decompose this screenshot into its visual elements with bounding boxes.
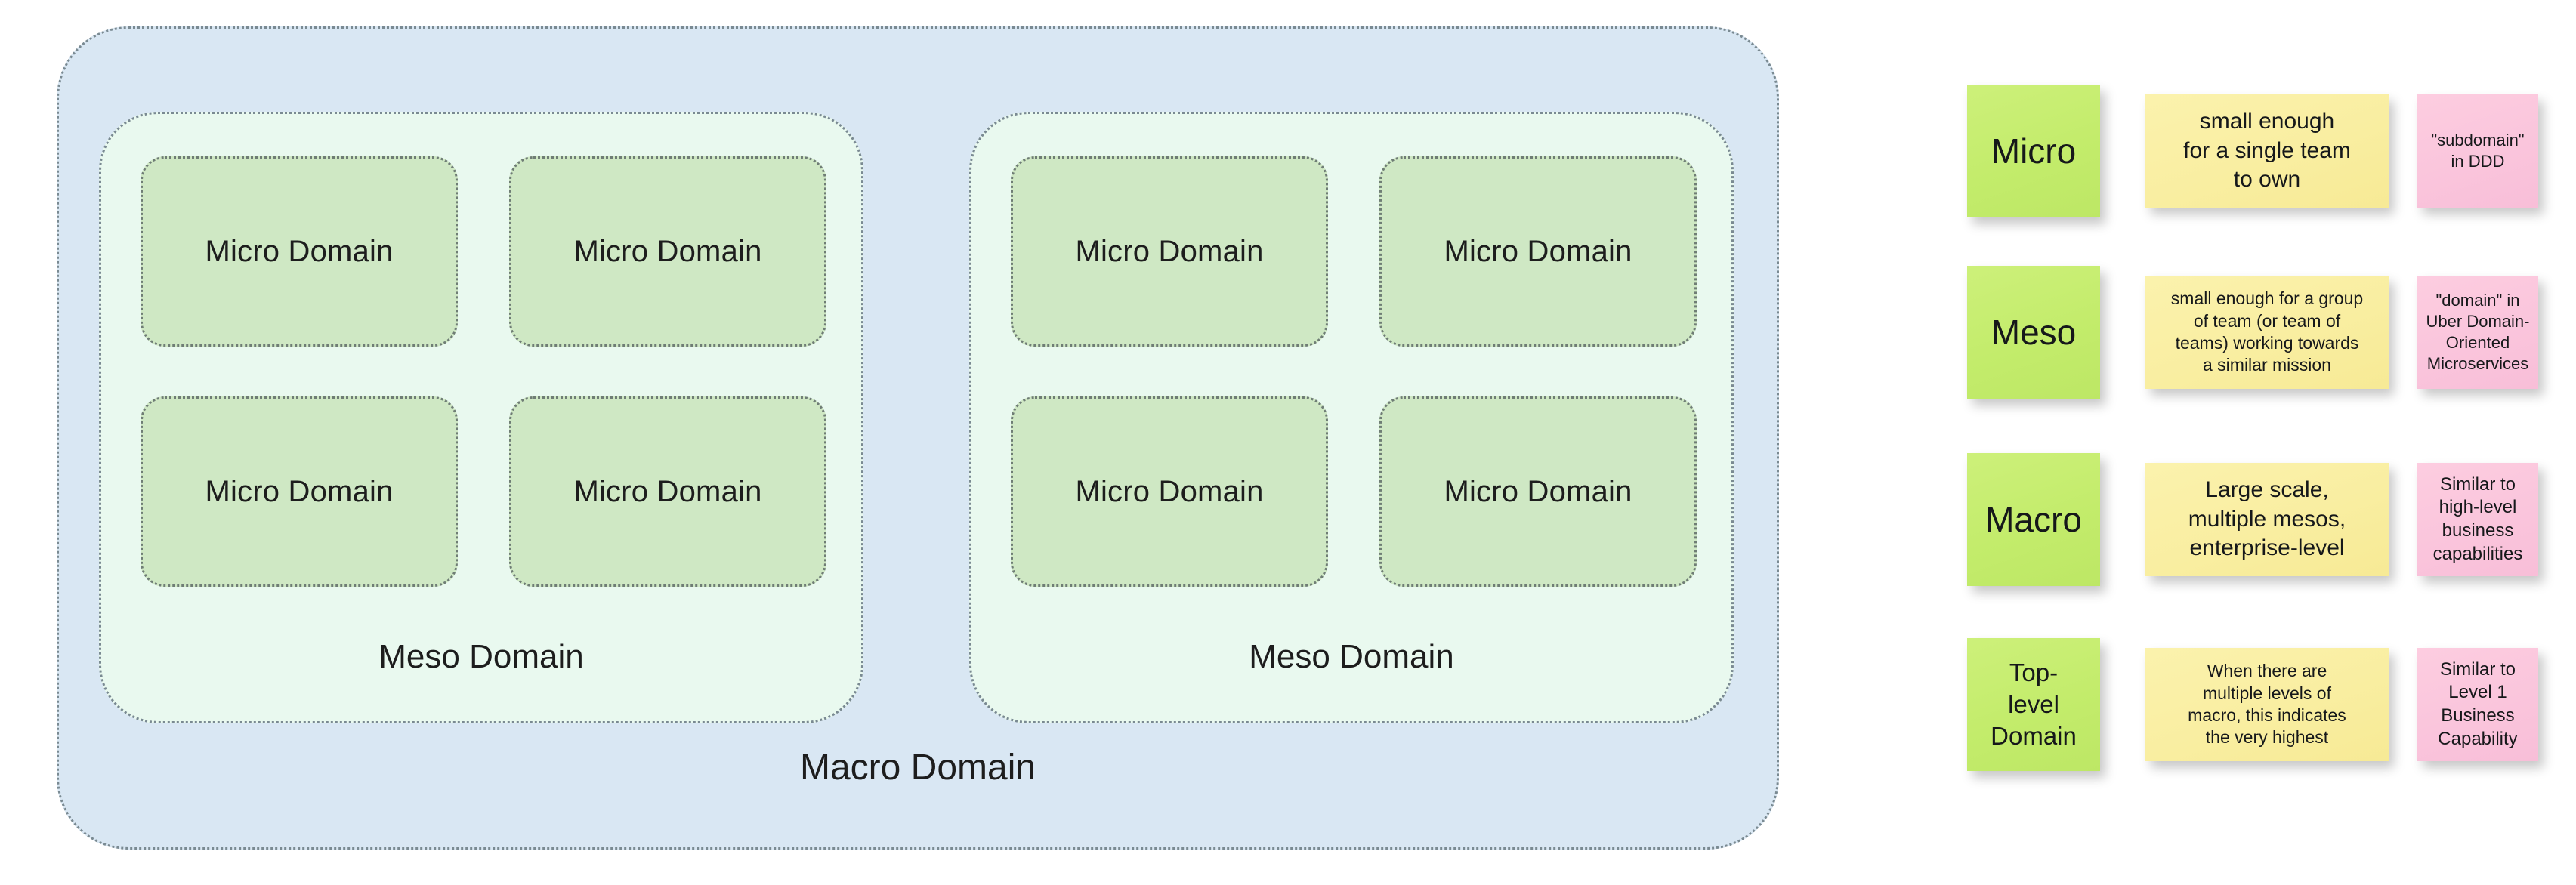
micro-domain-label: Micro Domain xyxy=(1075,234,1264,268)
micro-domain-box: Micro Domain xyxy=(1011,156,1328,347)
sticky-note-term-micro: Micro xyxy=(1967,85,2100,217)
micro-domain-box: Micro Domain xyxy=(1011,396,1328,587)
sticky-note-analogy-micro: "subdomain" in DDD xyxy=(2417,94,2538,208)
analogy-label: "subdomain" in DDD xyxy=(2431,130,2525,171)
micro-domain-grid-1: Micro Domain Micro Domain Micro Domain M… xyxy=(141,156,826,587)
meso-domain-row: Micro Domain Micro Domain Micro Domain M… xyxy=(59,29,1777,847)
sticky-note-analogy-meso: "domain" in Uber Domain- Oriented Micros… xyxy=(2417,276,2538,389)
sticky-note-term-top-level-domain: Top- level Domain xyxy=(1967,638,2100,771)
legend-row-meso: Meso small enough for a group of team (o… xyxy=(1828,266,2576,399)
micro-domain-box: Micro Domain xyxy=(141,396,458,587)
macro-domain-container: Micro Domain Micro Domain Micro Domain M… xyxy=(57,26,1779,850)
micro-domain-box: Micro Domain xyxy=(141,156,458,347)
micro-domain-label: Micro Domain xyxy=(205,474,394,508)
sticky-note-term-macro: Macro xyxy=(1967,453,2100,586)
legend-row-macro: Macro Large scale, multiple mesos, enter… xyxy=(1828,453,2576,586)
micro-domain-label: Micro Domain xyxy=(1444,234,1632,268)
meso-domain-label: Meso Domain xyxy=(378,638,584,675)
domain-hierarchy-diagram: Micro Domain Micro Domain Micro Domain M… xyxy=(57,26,1779,850)
term-label: Micro xyxy=(1991,131,2077,171)
analogy-label: Similar to high-level business capabilit… xyxy=(2432,473,2523,564)
sticky-note-description-macro: Large scale, multiple mesos, enterprise-… xyxy=(2145,463,2389,576)
micro-domain-label: Micro Domain xyxy=(573,474,762,508)
description-label: small enough for a group of team (or tea… xyxy=(2170,288,2364,375)
meso-domain-container-2: Micro Domain Micro Domain Micro Domain M… xyxy=(969,112,1734,723)
micro-domain-label: Micro Domain xyxy=(205,234,394,268)
description-label: small enough for a single team to own xyxy=(2183,109,2351,193)
macro-domain-label: Macro Domain xyxy=(799,748,1036,788)
term-label: Top- level Domain xyxy=(1991,658,2077,751)
sticky-note-description-micro: small enough for a single team to own xyxy=(2145,94,2389,208)
sticky-note-description-top-level-domain: When there are multiple levels of macro,… xyxy=(2145,648,2389,761)
micro-domain-label: Micro Domain xyxy=(573,234,762,268)
sticky-note-term-meso: Meso xyxy=(1967,266,2100,399)
micro-domain-label: Micro Domain xyxy=(1075,474,1264,508)
sticky-note-analogy-top-level-domain: Similar to Level 1 Business Capability xyxy=(2417,648,2538,761)
description-label: When there are multiple levels of macro,… xyxy=(2188,661,2346,748)
term-label: Meso xyxy=(1991,312,2077,352)
micro-domain-grid-2: Micro Domain Micro Domain Micro Domain M… xyxy=(1011,156,1697,587)
micro-domain-box: Micro Domain xyxy=(1379,156,1697,347)
term-label: Macro xyxy=(1985,499,2082,539)
micro-domain-box: Micro Domain xyxy=(509,396,826,587)
legend-row-top-level-domain: Top- level Domain When there are multipl… xyxy=(1828,638,2576,771)
analogy-label: "domain" in Uber Domain- Oriented Micros… xyxy=(2426,290,2530,374)
micro-domain-box: Micro Domain xyxy=(509,156,826,347)
meso-domain-label: Meso Domain xyxy=(1249,638,1454,675)
sticky-note-analogy-macro: Similar to high-level business capabilit… xyxy=(2417,463,2538,576)
meso-domain-container-1: Micro Domain Micro Domain Micro Domain M… xyxy=(99,112,863,723)
analogy-label: Similar to Level 1 Business Capability xyxy=(2438,658,2518,749)
sticky-note-legend: Micro small enough for a single team to … xyxy=(1828,0,2576,885)
micro-domain-label: Micro Domain xyxy=(1444,474,1632,508)
description-label: Large scale, multiple mesos, enterprise-… xyxy=(2188,477,2346,561)
micro-domain-box: Micro Domain xyxy=(1379,396,1697,587)
sticky-note-description-meso: small enough for a group of team (or tea… xyxy=(2145,276,2389,389)
legend-row-micro: Micro small enough for a single team to … xyxy=(1828,85,2576,217)
